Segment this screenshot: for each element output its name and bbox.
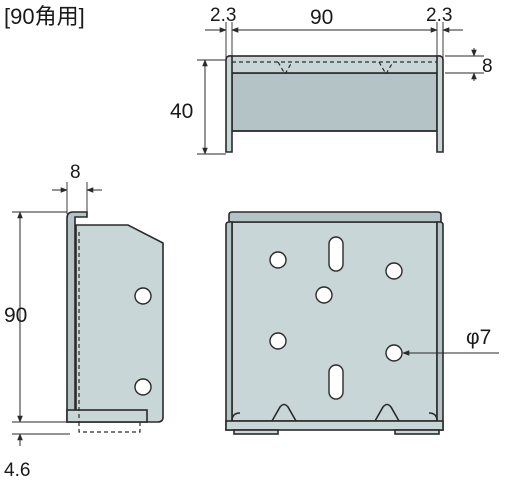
top-flange-right-label: 2.3: [426, 5, 452, 26]
front-hole-upper-left: [269, 251, 287, 269]
front-slot-upper: [328, 236, 344, 272]
side-bottom-label: 4.6: [4, 460, 30, 480]
front-slot-lower: [328, 364, 344, 400]
top-width-label: 90: [310, 6, 333, 29]
drawing-title: [90角用]: [4, 4, 85, 29]
top-lip-label: 8: [482, 56, 493, 77]
top-view-right-flange: [436, 55, 444, 153]
top-view-left-flange: [225, 55, 233, 153]
front-view: φ7: [225, 211, 499, 435]
side-lip-label: 8: [70, 162, 81, 183]
front-hole-center: [315, 286, 333, 304]
front-view-left-flange: [225, 221, 233, 431]
front-view-top-lip: [228, 211, 442, 223]
front-hole-upper-right: [385, 262, 403, 280]
side-height-label: 90: [4, 304, 27, 327]
front-hole-lower-right: [385, 344, 403, 362]
top-view: 90 2.3 2.3 8 40: [170, 5, 493, 155]
top-view-plate: [231, 72, 438, 132]
front-hole-lower-left: [269, 332, 287, 350]
side-view-base: [66, 409, 148, 423]
front-view-base: [225, 420, 444, 431]
top-height-label: 40: [170, 100, 193, 123]
side-view-lip: [66, 211, 88, 423]
top-view-lip: [228, 55, 441, 74]
hole-callout-label: φ7: [466, 326, 491, 349]
side-view-plate: [75, 224, 164, 423]
top-flange-left-label: 2.3: [210, 5, 236, 26]
front-view-right-flange: [436, 221, 444, 431]
side-hole-upper: [134, 287, 152, 305]
side-view: 8 90 4.6: [4, 162, 164, 480]
side-hole-lower: [134, 378, 152, 396]
